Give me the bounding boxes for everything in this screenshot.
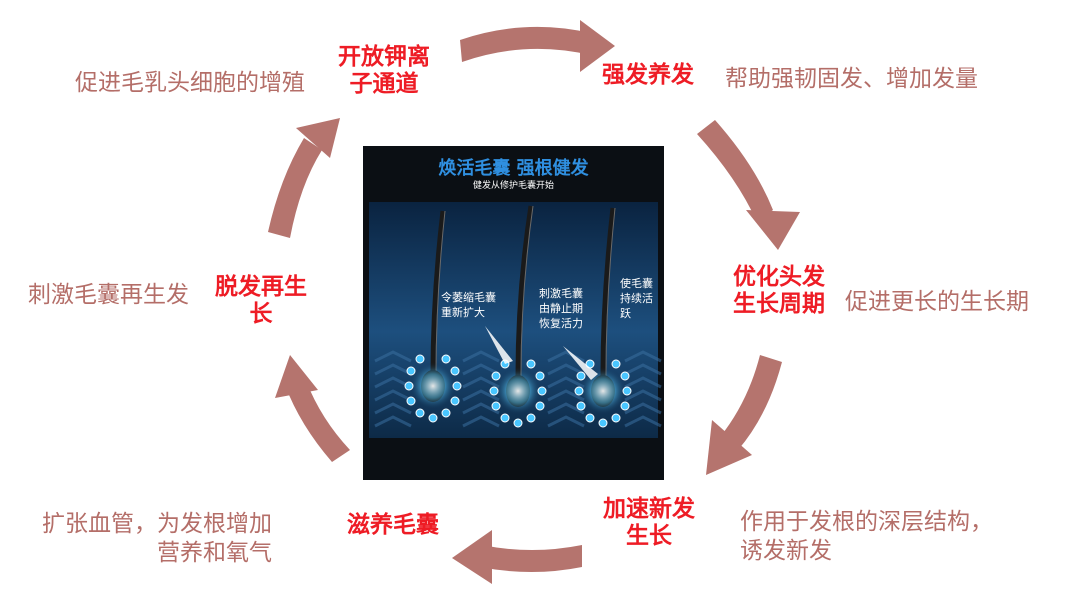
annotation-1: 令萎缩毛囊 重新扩大	[441, 291, 496, 319]
stage-open-channel-desc: 促进毛乳头细胞的增殖	[75, 70, 305, 96]
stage-nourish-desc: 扩张血管，为发根增加 营养和氧气	[42, 511, 272, 566]
stage-accelerate-desc: 作用于发根的深层结构， 诱发新发	[740, 509, 993, 564]
center-image-panel: 焕活毛囊 强根健发 健发从修护毛囊开始 令萎缩毛囊 重新扩大 刺激毛囊 由静止期…	[363, 146, 664, 480]
stage-regrow-desc: 刺激毛囊再生发	[28, 282, 189, 308]
arrow-left-upper	[268, 138, 322, 238]
annotation-3: 使毛囊 持续活 跃	[620, 277, 653, 320]
stage-regrow-title: 脱发再生 长	[215, 274, 307, 328]
stage-open-channel-title: 开放钾离 子通道	[338, 44, 430, 98]
follicle-illustration	[369, 202, 662, 438]
arrow-right-upper-head	[746, 210, 800, 250]
arrow-bottom-head	[452, 530, 492, 584]
stage-accelerate-title: 加速新发 生长	[603, 496, 695, 550]
arrow-left-lower	[285, 378, 350, 462]
annotation-2: 刺激毛囊 由静止期 恢复活力	[539, 287, 583, 330]
follicle-2	[485, 205, 547, 428]
arrow-top	[460, 26, 590, 62]
stage-optimize-title: 优化头发 生长周期	[733, 264, 825, 318]
arrow-right-upper	[697, 120, 773, 222]
panel-subtitle: 健发从修护毛囊开始	[472, 181, 554, 191]
follicle-3	[563, 207, 632, 428]
panel-title: 焕活毛囊 强根健发	[438, 158, 589, 179]
arrow-left-lower-head	[275, 355, 318, 398]
chevron-pattern	[374, 350, 662, 428]
arrow-left-upper-head	[296, 118, 340, 158]
stage-strengthen-title: 强发养发	[602, 62, 694, 88]
stage-optimize-desc: 促进更长的生长期	[845, 289, 1029, 315]
arrow-right-lower	[720, 355, 782, 450]
stage-nourish-title: 滋养毛囊	[347, 512, 439, 538]
stage-strengthen-desc: 帮助强韧固发、增加发量	[725, 66, 978, 92]
follicle-1	[404, 210, 462, 423]
arrow-right-lower-head	[706, 420, 752, 475]
arrow-top-head	[580, 20, 615, 72]
arrow-bottom	[480, 545, 582, 572]
